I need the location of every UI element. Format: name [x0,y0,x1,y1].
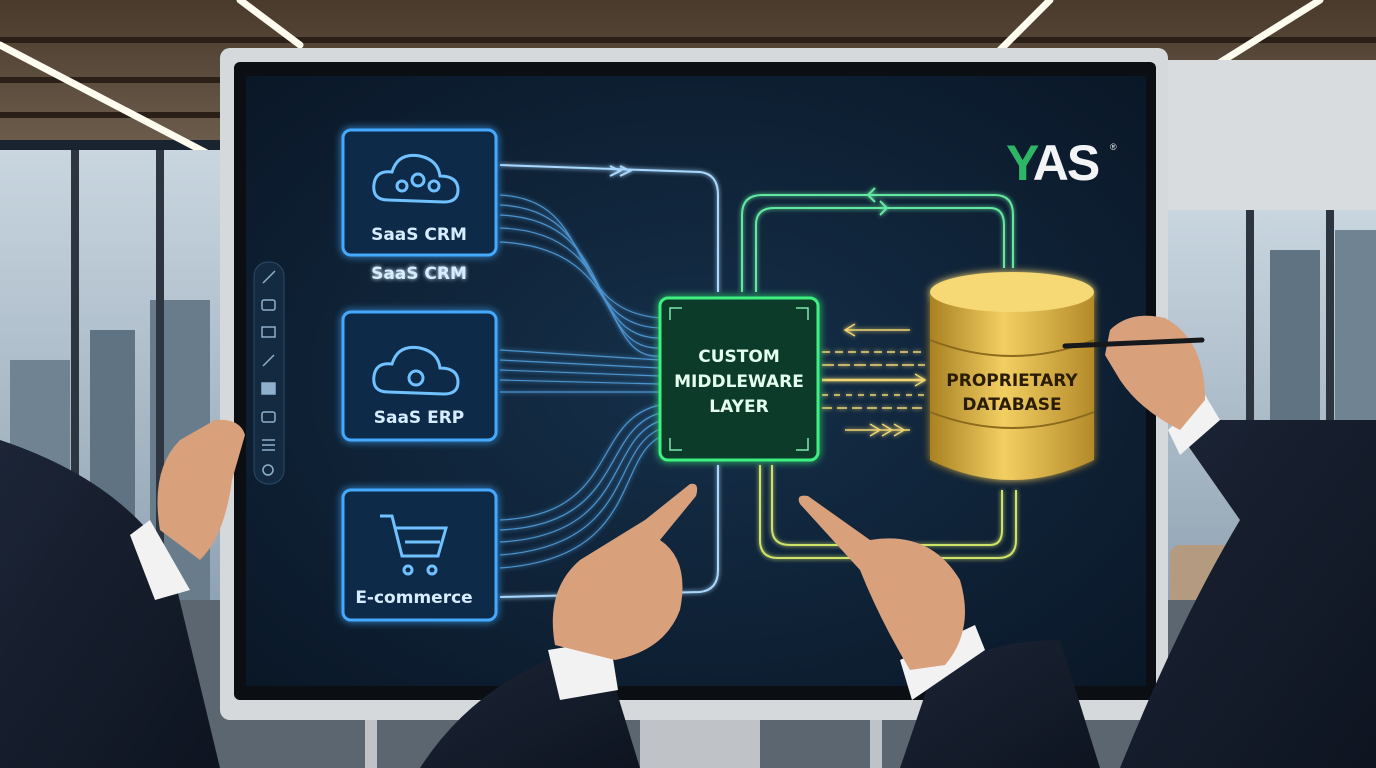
stylus-pen [1062,337,1205,349]
proprietary-database[interactable]: PROPRIETARY DATABASE [929,272,1095,480]
cloud-people-icon [372,153,460,204]
tool-frame-icon[interactable] [261,411,276,423]
middleware-line-2: MIDDLEWARE [674,372,804,392]
main-flow-arrows [499,164,719,598]
middleware-to-db-stream [822,323,927,437]
database-line-1: PROPRIETARY [946,371,1078,391]
pointing-hand-left [552,483,698,660]
cloud-gear-icon [372,345,460,396]
tool-image-icon[interactable] [261,326,276,338]
database-line-2: DATABASE [962,395,1061,415]
pointing-hand-right [798,495,965,670]
yas-logo: YAS [1006,135,1099,191]
ceiling-right [1160,60,1376,220]
source-data-flows [499,194,661,569]
custom-middleware-layer[interactable]: CUSTOM MIDDLEWARE LAYER [658,296,820,462]
tool-wrench-icon[interactable] [262,270,276,284]
left-hand [157,419,245,560]
whiteboard-toolbar[interactable] [253,261,285,485]
database-sync-loop [741,187,1014,292]
source-saas-erp[interactable]: SaaS ERP [341,310,498,442]
source-label: SaaS CRM [371,225,467,245]
left-person-arm [0,419,245,768]
tool-settings-icon[interactable] [262,464,274,476]
center-person-arm [420,483,698,768]
source-caption: SaaS CRM [371,264,467,284]
shopping-cart-icon [380,514,448,576]
tool-pen-icon[interactable] [262,354,275,367]
logo-registered-mark: ® [1110,142,1117,152]
right-person-arm [798,495,1100,768]
source-label: E-commerce [355,588,472,608]
source-saas-crm[interactable]: SaaS CRM [341,128,498,257]
display-stand [365,720,882,768]
source-e-commerce[interactable]: E-commerce [341,488,498,622]
middleware-line-1: CUSTOM [698,347,780,367]
tool-rectangle-icon[interactable] [261,299,276,311]
tool-fill-icon[interactable] [261,382,276,395]
middleware-line-3: LAYER [709,397,768,417]
source-label: SaaS ERP [374,408,465,428]
far-right-person-arm [1062,315,1376,768]
